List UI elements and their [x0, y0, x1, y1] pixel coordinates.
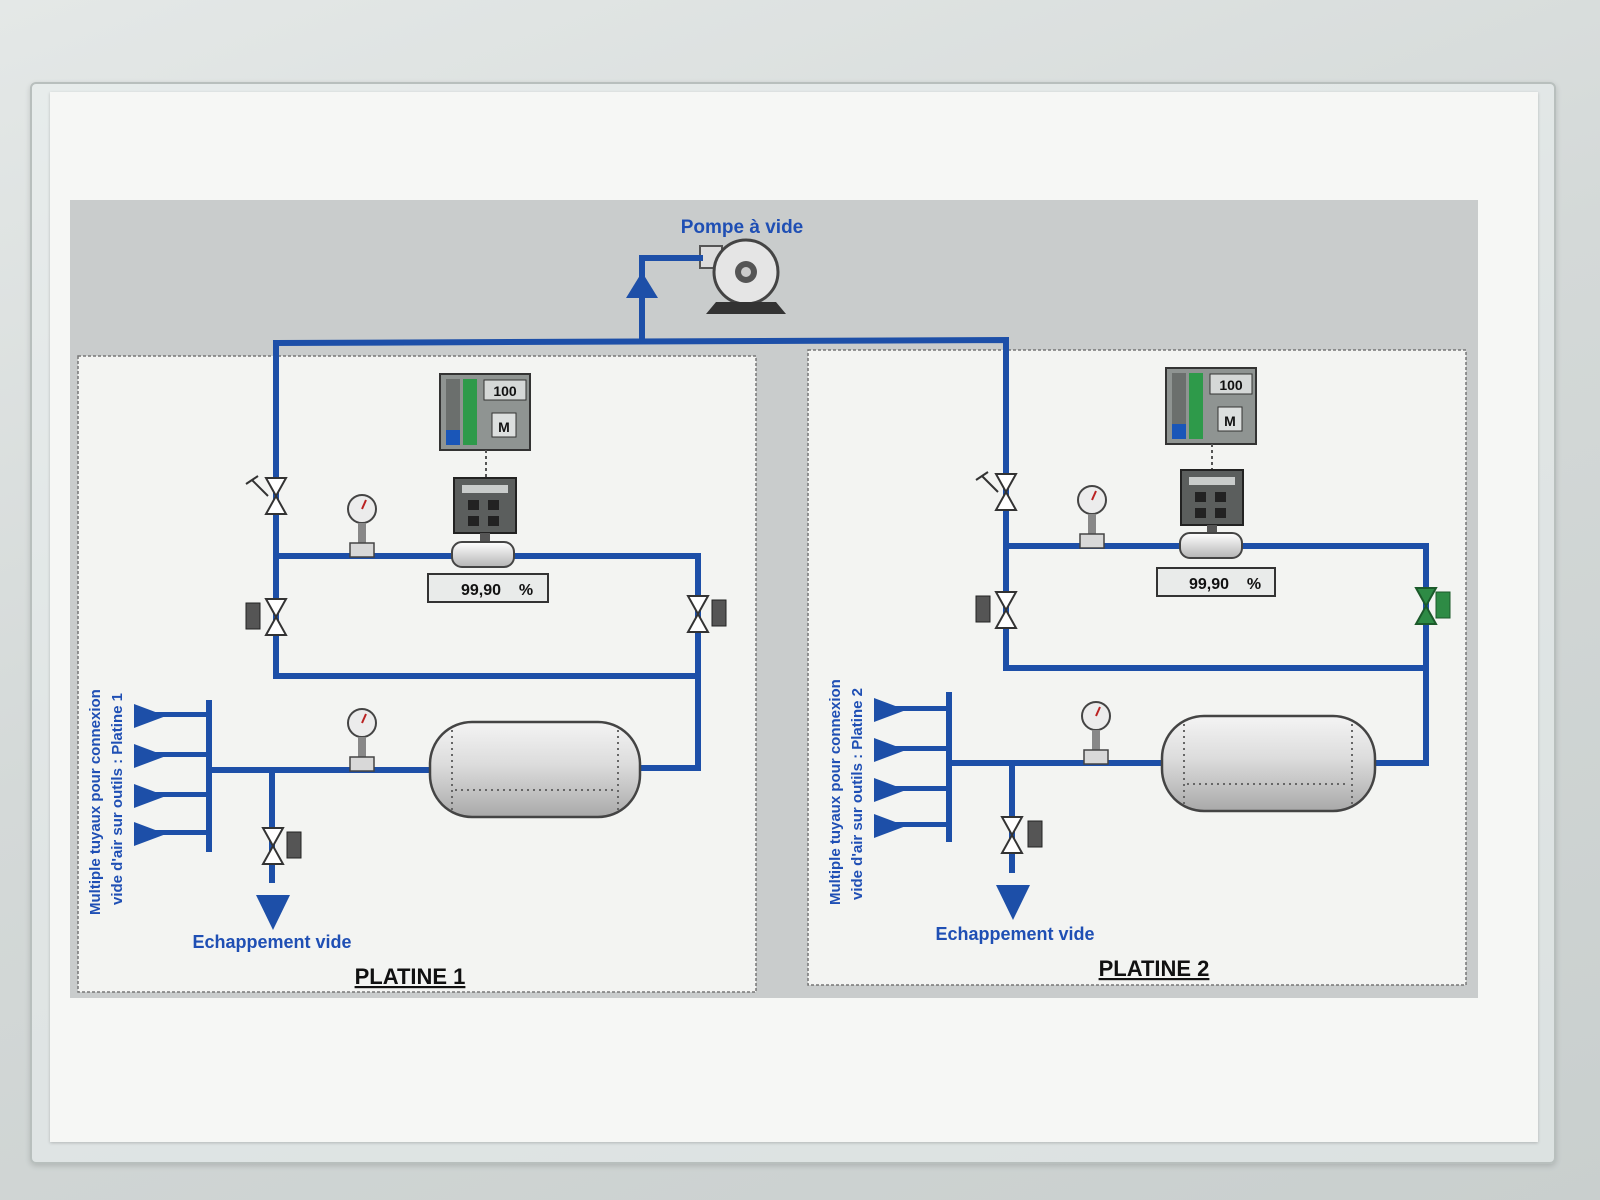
reading-display — [427, 573, 549, 603]
manifold-icon — [874, 692, 952, 842]
gauge-max-value: 100 — [493, 383, 517, 399]
mode-indicator: M — [498, 419, 510, 435]
actuated-valve-icon — [262, 827, 302, 865]
platine-2-title: PLATINE 2 — [1099, 956, 1210, 981]
exhaust-arrow-icon — [256, 895, 290, 930]
flowmeter-icon — [451, 541, 515, 568]
mode-indicator: M — [1224, 413, 1236, 429]
actuated-valve-icon — [245, 598, 287, 636]
vacuum-tank-icon — [1160, 714, 1377, 813]
reading-value: 99,90 — [461, 582, 501, 599]
manifold-label-1: Multiple tuyaux pour connexion — [827, 679, 844, 905]
manual-valve-icon — [245, 475, 287, 515]
manifold-label-1: Multiple tuyaux pour connexion — [87, 689, 104, 915]
platine-1-title: PLATINE 1 — [355, 964, 466, 989]
actuated-valve-icon — [975, 591, 1017, 629]
controller-icon — [453, 477, 517, 543]
actuated-valve-icon — [1001, 816, 1043, 854]
pressure-gauge-icon — [1077, 485, 1107, 549]
reading-display — [1156, 567, 1276, 597]
arrow-up-icon — [626, 272, 658, 298]
exhaust-label: Echappement vide — [935, 924, 1094, 944]
manual-valve-icon — [975, 471, 1017, 511]
reading-unit: % — [1247, 576, 1261, 593]
manifold-label-2: vide d'air sur outils : Platine 1 — [109, 693, 126, 905]
manifold-label-2: vide d'air sur outils : Platine 2 — [849, 688, 866, 900]
pump-label: Pompe à vide — [681, 217, 804, 238]
vacuum-tank-icon — [428, 720, 642, 819]
vacuum-gauge-display — [439, 373, 531, 451]
manifold-icon — [134, 700, 212, 852]
gauge-max-value: 100 — [1219, 377, 1243, 393]
reading-value: 99,90 — [1189, 576, 1229, 593]
actuated-valve-icon — [687, 595, 727, 633]
exhaust-label: Echappement vide — [192, 932, 351, 952]
exhaust-arrow-icon — [996, 885, 1030, 920]
pressure-gauge-icon — [347, 708, 377, 772]
flowmeter-icon — [1179, 532, 1243, 559]
controller-icon — [1180, 469, 1244, 533]
reading-unit: % — [519, 582, 533, 599]
actuated-valve-open-icon — [1414, 587, 1451, 625]
pressure-gauge-icon — [347, 494, 377, 558]
pressure-gauge-icon — [1081, 701, 1111, 765]
